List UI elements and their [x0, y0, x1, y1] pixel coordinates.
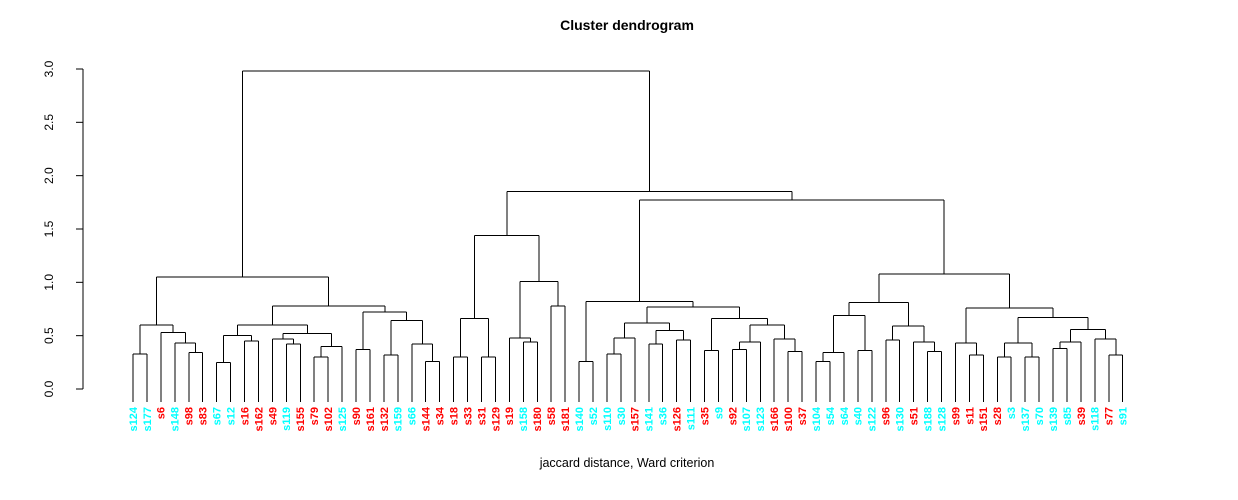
leaf-label: s141 — [644, 407, 656, 431]
leaf-label: s92 — [727, 407, 739, 425]
leaf-label: s28 — [992, 407, 1004, 425]
leaf-label: s161 — [365, 407, 377, 431]
leaf-label: s125 — [337, 407, 349, 431]
leaf-label: s96 — [881, 407, 893, 425]
y-tick-label: 2.0 — [42, 167, 56, 184]
leaf-label: s91 — [1118, 407, 1130, 425]
leaf-label: s129 — [490, 407, 502, 431]
leaf-label: s162 — [253, 407, 265, 431]
leaf-label: s110 — [602, 407, 614, 431]
leaf-label: s188 — [922, 407, 934, 431]
leaf-label: s9 — [713, 407, 725, 419]
leaf-label: s118 — [1090, 407, 1102, 431]
leaf-label: s98 — [184, 407, 196, 425]
leaf-label: s33 — [462, 407, 474, 425]
leaf-label: s159 — [393, 407, 405, 431]
leaf-label: s123 — [755, 407, 767, 431]
leaf-label: s139 — [1048, 407, 1060, 431]
leaf-label: s140 — [574, 407, 586, 431]
leaf-label: s137 — [1020, 407, 1032, 431]
leaf-label: s79 — [309, 407, 321, 425]
leaf-label: s119 — [281, 407, 293, 431]
dendrogram-links — [132, 70, 1124, 402]
leaf-label: s30 — [616, 407, 628, 425]
leaf-label: s181 — [560, 407, 572, 431]
leaf-label: s177 — [142, 407, 154, 431]
leaf-label: s3 — [1006, 407, 1018, 419]
leaf-label: s90 — [351, 407, 363, 425]
y-tick-label: 1.5 — [42, 220, 56, 237]
leaf-label: s52 — [588, 407, 600, 425]
leaf-label: s124 — [128, 406, 140, 431]
leaf-label: s148 — [170, 407, 182, 431]
leaf-label: s132 — [379, 407, 391, 431]
leaf-label: s16 — [239, 407, 251, 425]
y-tick-label: 1.0 — [42, 274, 56, 291]
chart-title: Cluster dendrogram — [560, 17, 694, 33]
leaf-label: s70 — [1034, 407, 1046, 425]
leaf-label: s18 — [448, 407, 460, 425]
leaf-label: s49 — [267, 407, 279, 425]
leaf-label: s155 — [295, 407, 307, 431]
leaf-label: s180 — [532, 407, 544, 431]
y-tick-label: 2.5 — [42, 114, 56, 131]
leaf-label: s111 — [685, 407, 697, 430]
leaf-label: s151 — [978, 407, 990, 431]
leaf-label: s67 — [211, 407, 223, 425]
leaf-label: s54 — [825, 406, 837, 425]
leaf-label: s130 — [895, 407, 907, 431]
leaf-label: s157 — [630, 407, 642, 431]
y-tick-label: 0.5 — [42, 327, 56, 344]
leaf-label: s31 — [476, 407, 488, 425]
y-tick-label: 3.0 — [42, 60, 56, 77]
x-axis-label: jaccard distance, Ward criterion — [539, 456, 715, 470]
leaf-label: s58 — [546, 407, 558, 425]
leaf-label: s12 — [225, 407, 237, 425]
y-axis: 0.0 0.5 1.0 1.5 2.0 2.5 3.0 — [42, 60, 84, 397]
leaf-label: s51 — [908, 407, 920, 425]
leaf-label: s40 — [853, 407, 865, 425]
leaf-label: s35 — [699, 407, 711, 425]
leaf-label: s104 — [811, 406, 823, 431]
leaf-label: s99 — [950, 407, 962, 425]
leaf-label: s11 — [964, 407, 976, 425]
leaf-label: s6 — [156, 407, 168, 419]
y-tick-label: 0.0 — [42, 380, 56, 397]
leaf-label: s36 — [658, 407, 670, 425]
leaf-label: s64 — [839, 406, 851, 425]
leaf-label: s19 — [504, 407, 516, 425]
leaf-label: s77 — [1104, 407, 1116, 425]
leaf-label: s126 — [672, 407, 684, 431]
leaf-label: s83 — [198, 407, 210, 425]
leaf-label: s144 — [421, 406, 433, 431]
leaf-label: s66 — [407, 407, 419, 425]
leaf-label: s128 — [936, 407, 948, 431]
leaf-label: s34 — [435, 406, 447, 425]
leaf-label: s166 — [769, 407, 781, 431]
leaf-label: s158 — [518, 407, 530, 431]
leaf-label: s85 — [1062, 407, 1074, 425]
leaf-label: s122 — [867, 407, 879, 431]
leaf-label: s102 — [323, 407, 335, 431]
leaf-label: s107 — [741, 407, 753, 431]
leaf-label: s39 — [1076, 407, 1088, 425]
leaf-label: s100 — [783, 407, 795, 431]
leaf-label: s37 — [797, 407, 809, 425]
